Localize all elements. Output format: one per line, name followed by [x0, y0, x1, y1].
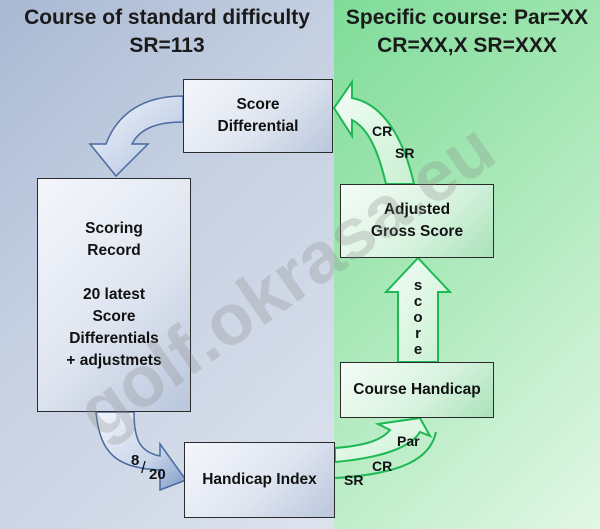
curved-arrow-to-course-handicap: [334, 416, 433, 464]
sr-label-bottom: SR: [344, 472, 364, 488]
score-letter-o: o: [413, 309, 423, 326]
curved-arrow-to-course-handicap-lower: [334, 431, 437, 479]
score-letter-r: r: [415, 325, 421, 342]
score-letter-c: c: [413, 293, 423, 310]
fraction-denominator: 20: [149, 466, 166, 483]
course-handicap-box: Course Handicap: [340, 362, 494, 418]
specific-course-heading: Specific course: Par=XX CR=XX,X SR=XXX: [345, 6, 589, 57]
fraction-numerator: 8: [131, 452, 140, 469]
score-letter-s: s: [413, 277, 423, 294]
handicap-index-box: Handicap Index: [184, 442, 335, 518]
scoring-record-box: Scoring Record 20 latest Score Different…: [37, 178, 191, 412]
straight-arrow-to-adjusted-score: [383, 256, 453, 363]
par-label: Par: [397, 433, 420, 449]
curved-arrow-to-score-differential: [332, 78, 416, 185]
sr-label-top: SR: [395, 145, 415, 161]
score-letter-e: e: [413, 341, 423, 358]
curved-arrow-to-handicap-index: [95, 411, 188, 492]
score-differential-box: Score Differential: [183, 79, 333, 153]
cr-label-top: CR: [372, 123, 393, 139]
standard-course-heading: Course of standard difficulty SR=113: [24, 6, 310, 57]
fraction-separator: /: [141, 458, 146, 477]
cr-label-bottom: CR: [372, 458, 393, 474]
adjusted-gross-score-box: Adjusted Gross Score: [340, 184, 494, 258]
curved-arrow-to-scoring-record: [88, 95, 184, 178]
